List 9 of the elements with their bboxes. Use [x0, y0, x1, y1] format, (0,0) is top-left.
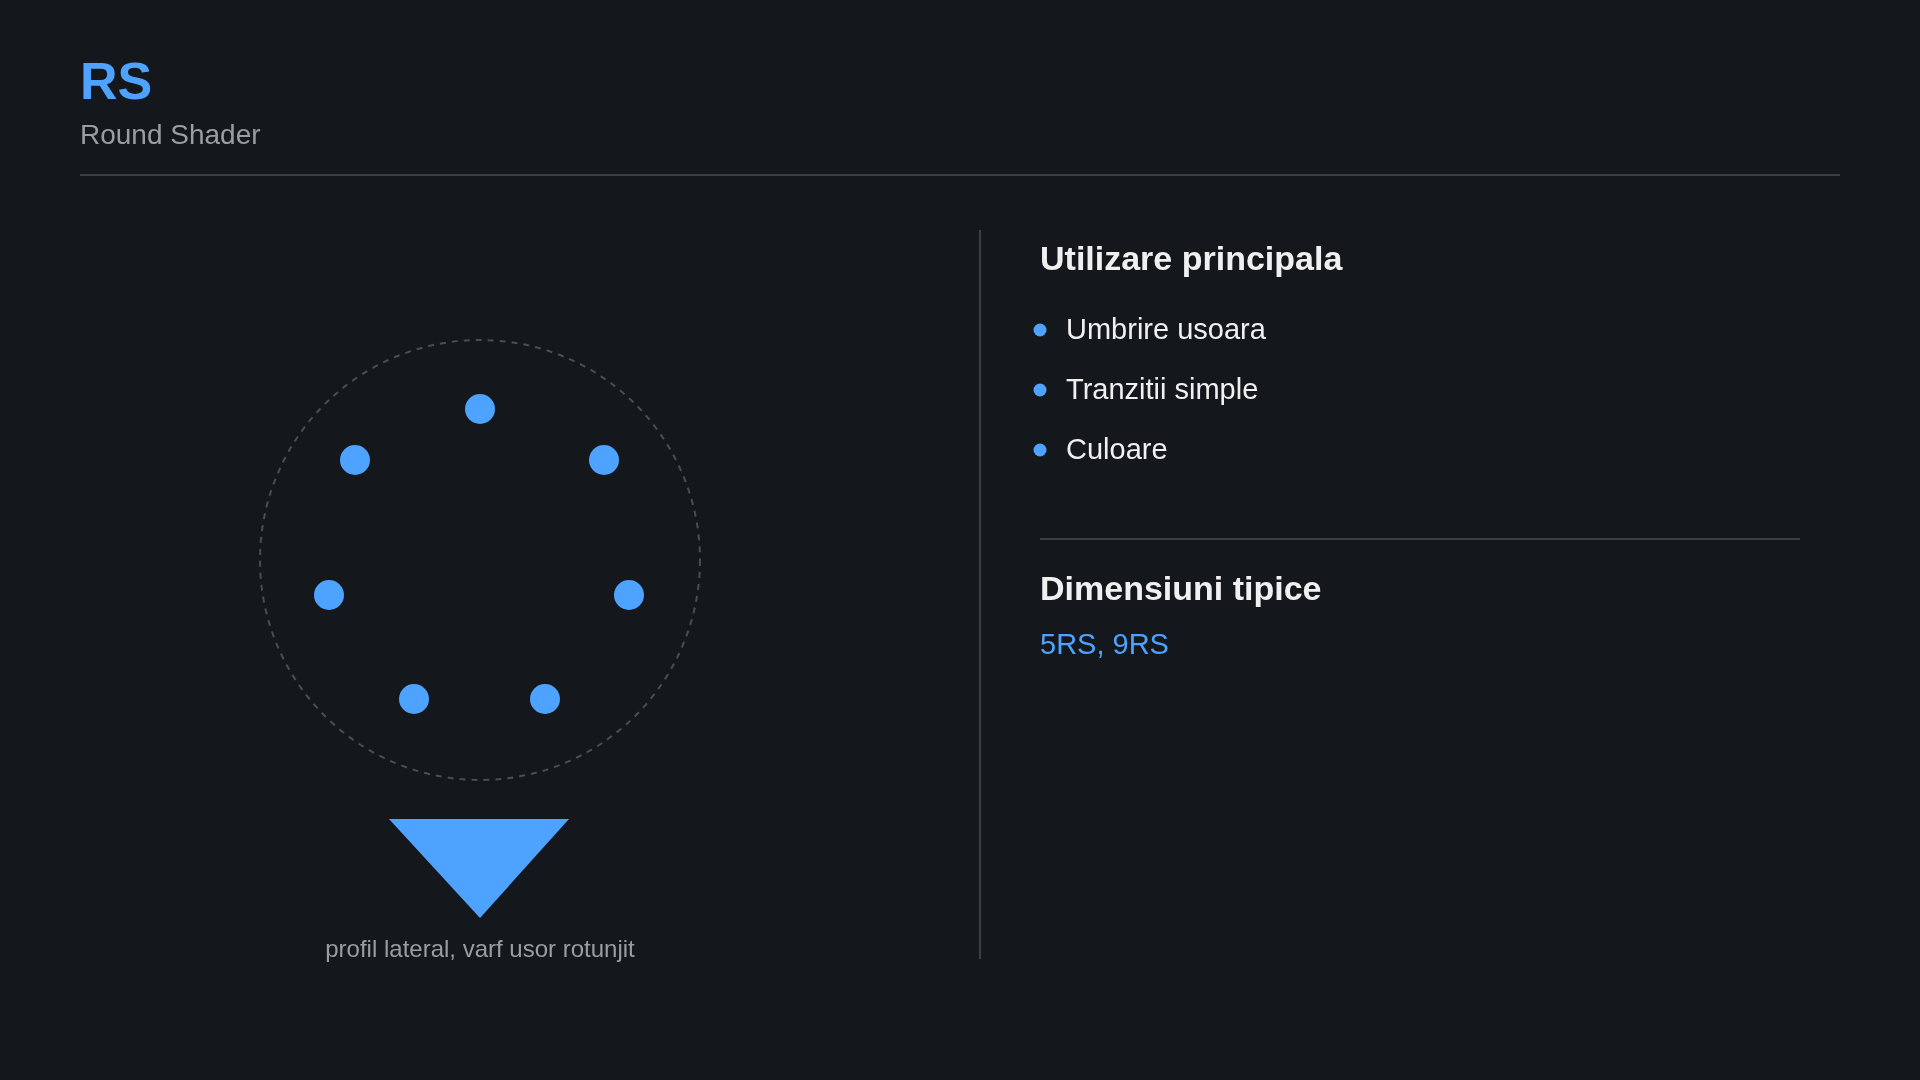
list-item: Culoare [1066, 432, 1168, 467]
section-heading: Dimensiuni tipice [1040, 568, 1322, 609]
section-heading: Utilizare principala [1040, 238, 1343, 279]
subtitle: Round Shader [80, 118, 261, 152]
title: RS [80, 51, 153, 112]
list-item: Tranzitii simple [1066, 372, 1259, 407]
list-item: Umbrire usoara [1066, 312, 1266, 347]
caption: profil lateral, varf usor rotunjit [325, 935, 635, 964]
size-values: 5RS, 9RS [1040, 627, 1169, 662]
